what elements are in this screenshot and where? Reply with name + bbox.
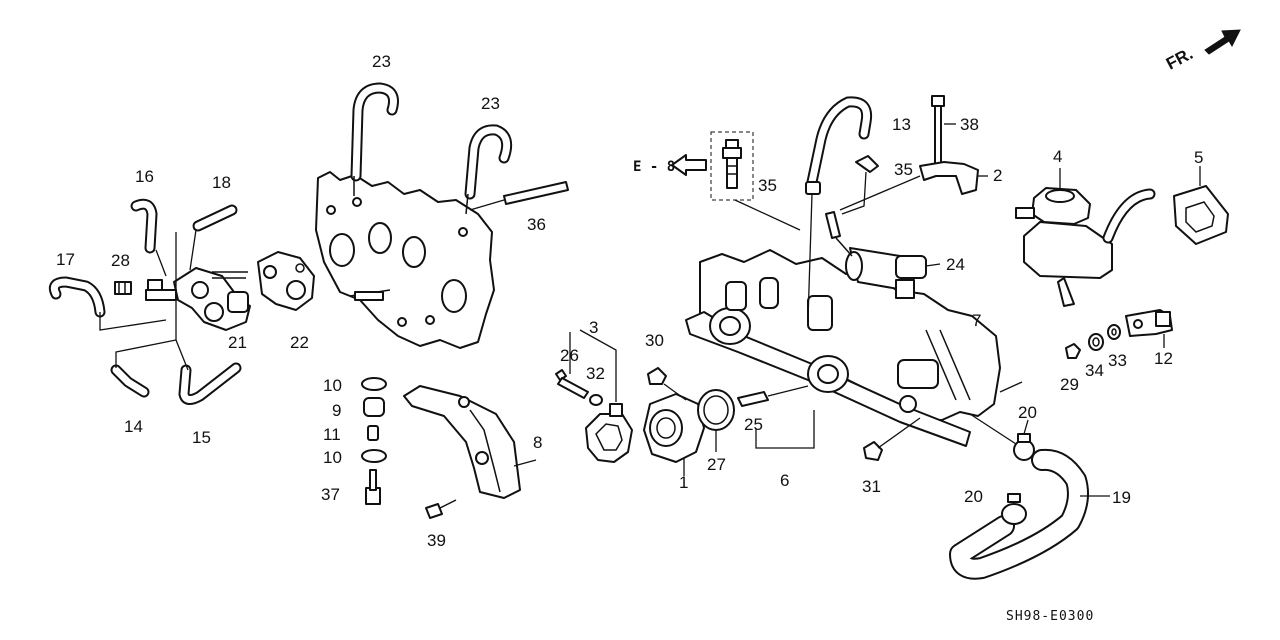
figure-code: SH98-E0300 bbox=[1006, 609, 1094, 624]
bolt-39 bbox=[425, 499, 457, 519]
bolt-38 bbox=[931, 95, 956, 165]
clip-35-right bbox=[841, 155, 879, 215]
callout-15: 15 bbox=[192, 428, 211, 447]
pump-gasket-5 bbox=[1173, 166, 1229, 245]
control-valve-21 bbox=[145, 267, 251, 331]
hose-17 bbox=[48, 276, 106, 318]
bracket-2 bbox=[839, 161, 988, 211]
callout-21: 21 bbox=[228, 333, 247, 352]
bolt-26 bbox=[555, 369, 589, 399]
callout-38: 38 bbox=[960, 115, 979, 134]
washer-33 bbox=[1107, 324, 1121, 340]
callout-29: 29 bbox=[1060, 375, 1079, 394]
callout-14: 14 bbox=[124, 417, 143, 436]
bracket-leaders-3-6 bbox=[569, 329, 815, 449]
vacuum-hose-23-right bbox=[464, 124, 513, 215]
callout-labels: 23 23 16 18 17 28 21 22 14 15 36 10 9 11… bbox=[56, 52, 1203, 550]
callout-2: 2 bbox=[993, 166, 1002, 185]
callout-26: 26 bbox=[560, 346, 579, 365]
callout-32: 32 bbox=[586, 364, 605, 383]
hose-13 bbox=[806, 96, 873, 188]
front-direction-indicator: FR. bbox=[1163, 29, 1241, 74]
callout-12: 12 bbox=[1154, 349, 1173, 368]
mount-hardware-stack bbox=[361, 377, 387, 505]
housing-1 bbox=[643, 393, 705, 476]
front-arrow-icon bbox=[1204, 29, 1241, 55]
callout-11: 11 bbox=[323, 425, 341, 444]
callout-5: 5 bbox=[1194, 148, 1203, 167]
hose-18 bbox=[192, 204, 238, 232]
callout-35-left: 35 bbox=[758, 176, 777, 195]
bolt-28 bbox=[114, 281, 132, 295]
hose-15 bbox=[178, 362, 242, 405]
bracket-12 bbox=[1125, 309, 1173, 348]
callout-10-top: 10 bbox=[323, 376, 342, 395]
fuel-pump-4 bbox=[1015, 168, 1156, 307]
callout-28: 28 bbox=[111, 251, 130, 270]
callout-10-bottom: 10 bbox=[323, 448, 342, 467]
callout-20-upper: 20 bbox=[1018, 403, 1037, 422]
hose-clamp-20-upper bbox=[969, 413, 1035, 461]
stud-36 bbox=[469, 181, 569, 211]
callout-27: 27 bbox=[707, 455, 726, 474]
callout-16: 16 bbox=[135, 167, 154, 186]
callout-18: 18 bbox=[212, 173, 231, 192]
callout-4: 4 bbox=[1053, 147, 1062, 166]
callout-6: 6 bbox=[780, 471, 789, 490]
callout-31: 31 bbox=[862, 477, 881, 496]
reference-arrow-e8: E - 8 bbox=[633, 154, 707, 176]
sensor-box bbox=[710, 131, 801, 231]
left-cluster-leaders bbox=[99, 229, 197, 371]
clamp-3 bbox=[585, 403, 633, 463]
callout-30: 30 bbox=[645, 331, 664, 350]
callout-9: 9 bbox=[332, 401, 341, 420]
water-hose-19 bbox=[949, 448, 1110, 580]
callout-22: 22 bbox=[290, 333, 309, 352]
washer-32 bbox=[589, 394, 603, 406]
callout-39: 39 bbox=[427, 531, 446, 550]
bracket-8 bbox=[403, 385, 537, 499]
vacuum-hose-23-left bbox=[350, 82, 399, 196]
nut-29 bbox=[1065, 343, 1081, 359]
gasket-27 bbox=[697, 389, 735, 452]
hose-14 bbox=[110, 364, 150, 398]
washer-34 bbox=[1088, 333, 1104, 351]
callout-24: 24 bbox=[946, 255, 965, 274]
callout-23-left: 23 bbox=[372, 52, 391, 71]
front-label: FR. bbox=[1163, 44, 1196, 74]
callout-20-lower: 20 bbox=[964, 487, 983, 506]
callout-35-right: 35 bbox=[894, 160, 913, 179]
hose-clamp-20-lower bbox=[1001, 493, 1027, 525]
gasket-22 bbox=[257, 251, 315, 311]
reference-label: E - 8 bbox=[633, 159, 675, 175]
idle-control-valve-24 bbox=[825, 211, 941, 299]
callout-33: 33 bbox=[1108, 351, 1127, 370]
callout-34: 34 bbox=[1085, 361, 1104, 380]
throttle-plate-assembly bbox=[315, 171, 495, 349]
bolt-25 bbox=[737, 385, 809, 407]
callout-17: 17 bbox=[56, 250, 75, 269]
callout-1: 1 bbox=[679, 473, 688, 492]
callout-25: 25 bbox=[744, 415, 763, 434]
callout-19: 19 bbox=[1112, 488, 1131, 507]
hose-16 bbox=[130, 198, 158, 254]
nut-31 bbox=[863, 417, 921, 461]
intake-manifold-7 bbox=[685, 249, 1023, 447]
nut-30 bbox=[647, 367, 687, 401]
callout-36: 36 bbox=[527, 215, 546, 234]
callout-13: 13 bbox=[892, 115, 911, 134]
callout-37: 37 bbox=[321, 485, 340, 504]
callout-3: 3 bbox=[589, 318, 598, 337]
callout-8: 8 bbox=[533, 433, 542, 452]
left-arrow-icon bbox=[671, 154, 707, 176]
clip-35-left bbox=[805, 181, 821, 321]
callout-23-right: 23 bbox=[481, 94, 500, 113]
callout-7: 7 bbox=[972, 311, 981, 330]
